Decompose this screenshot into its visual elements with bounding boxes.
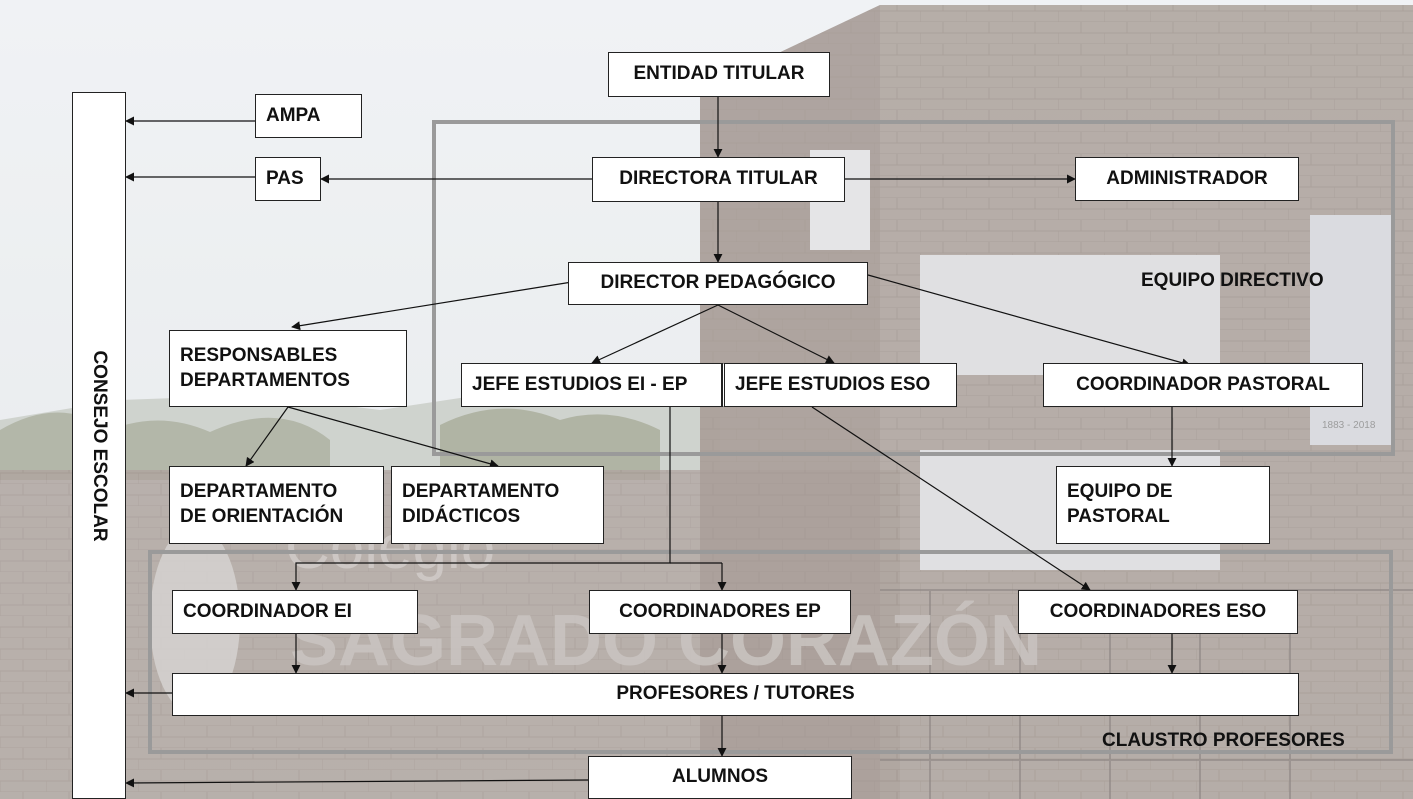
director-pedagogico-box: DIRECTOR PEDAGÓGICO <box>568 262 868 305</box>
consejo-escolar-box: CONSEJO ESCOLAR <box>72 92 126 799</box>
claustro-profesores-label: CLAUSTRO PROFESORES <box>1102 730 1345 751</box>
responsables-departamentos-box: RESPONSABLES DEPARTAMENTOS <box>169 330 407 407</box>
entidad-titular-box: ENTIDAD TITULAR <box>608 52 830 97</box>
departamento-orientacion-box: DEPARTAMENTO DE ORIENTACIÓN <box>169 466 384 544</box>
coordinador-ei-box: COORDINADOR EI <box>172 590 418 634</box>
coordinadores-eso-box: COORDINADORES ESO <box>1018 590 1298 634</box>
claustro-profesores-group <box>148 550 1393 754</box>
background-plaque-text: 1883 - 2018 <box>1322 420 1376 431</box>
profesores-tutores-box: PROFESORES / TUTORES <box>172 673 1299 716</box>
directora-titular-box: DIRECTORA TITULAR <box>592 157 845 202</box>
jefe-estudios-eso-box: JEFE ESTUDIOS ESO <box>722 363 957 407</box>
equipo-directivo-label: EQUIPO DIRECTIVO <box>1141 270 1324 291</box>
departamento-didacticos-box: DEPARTAMENTO DIDÁCTICOS <box>391 466 604 544</box>
ampa-box: AMPA <box>255 94 362 138</box>
jefe-estudios-ei-ep-box: JEFE ESTUDIOS EI - EP <box>461 363 722 407</box>
equipo-pastoral-box: EQUIPO DE PASTORAL <box>1056 466 1270 544</box>
coordinadores-ep-box: COORDINADORES EP <box>589 590 851 634</box>
administrador-box: ADMINISTRADOR <box>1075 157 1299 201</box>
alumnos-box: ALUMNOS <box>588 756 852 799</box>
consejo-escolar-label: CONSEJO ESCOLAR <box>89 349 110 542</box>
coordinador-pastoral-box: COORDINADOR PASTORAL <box>1043 363 1363 407</box>
pas-box: PAS <box>255 157 321 201</box>
